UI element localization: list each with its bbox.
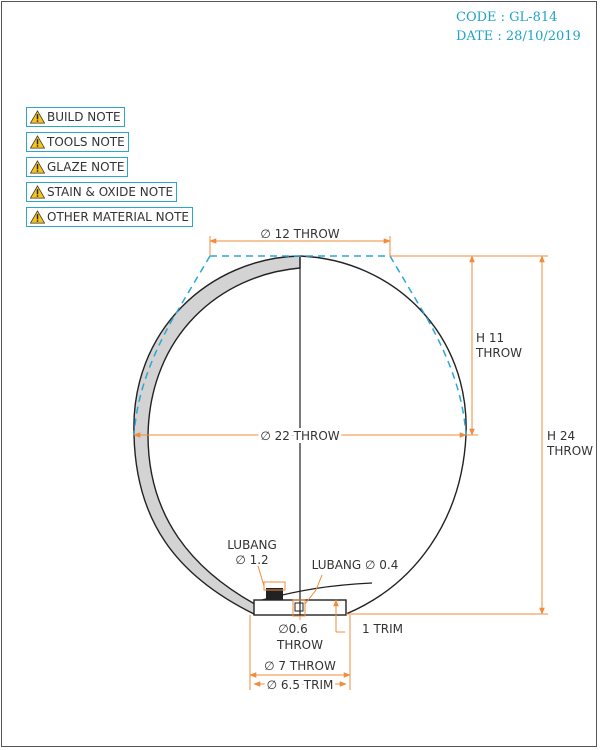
notes-list: BUILD NOTE TOOLS NOTE GLAZE NOTE — [26, 107, 193, 232]
top-diameter-label: ∅ 12 THROW — [260, 227, 339, 241]
warning-icon — [30, 110, 45, 124]
stain-oxide-note-button[interactable]: STAIN & OXIDE NOTE — [26, 182, 178, 202]
tools-note-button[interactable]: TOOLS NOTE — [26, 132, 129, 152]
trim-label: 1 TRIM — [362, 622, 403, 636]
total-height-label-1: H 24 — [547, 429, 575, 443]
other-material-note-label: OTHER MATERIAL NOTE — [47, 210, 189, 224]
shoulder-height-label-2: THROW — [475, 346, 522, 360]
foot-hole-large — [266, 588, 283, 600]
warning-icon — [30, 210, 45, 224]
warning-icon — [30, 185, 45, 199]
max-diameter-label: ∅ 22 THROW — [260, 429, 339, 443]
lubang-left-label-2: ∅ 1.2 — [235, 553, 268, 567]
foot-hole-small — [294, 602, 304, 612]
build-note-label: BUILD NOTE — [47, 110, 121, 124]
stain-oxide-note-label: STAIN & OXIDE NOTE — [47, 185, 174, 199]
lubang-right-leader — [304, 574, 323, 605]
right-dash-profile — [389, 255, 467, 436]
foot-throw-label: ∅ 7 THROW — [264, 659, 336, 673]
total-height-label-2: THROW — [546, 444, 593, 458]
warning-icon — [30, 160, 45, 174]
build-note-button[interactable]: BUILD NOTE — [26, 107, 125, 127]
lubang-left-label-1: LUBANG — [227, 538, 277, 552]
lubang-left-leader — [257, 565, 265, 587]
inner-foot-label-1: ∅0.6 — [278, 622, 308, 636]
lubang-right-label: LUBANG ∅ 0.4 — [312, 558, 399, 572]
glaze-note-button[interactable]: GLAZE NOTE — [26, 157, 129, 177]
shoulder-height-label-1: H 11 — [476, 331, 504, 345]
inner-foot-label-2: THROW — [276, 638, 323, 652]
foot-trim-label: ∅ 6.5 TRIM — [267, 678, 334, 692]
lubang-right-marker — [292, 599, 306, 617]
other-material-note-button[interactable]: OTHER MATERIAL NOTE — [26, 207, 193, 227]
code-label: CODE : GL-814 — [456, 10, 558, 25]
date-label: DATE : 28/10/2019 — [456, 29, 581, 44]
left-dash-profile — [133, 255, 211, 436]
glaze-note-label: GLAZE NOTE — [47, 160, 125, 174]
tools-note-label: TOOLS NOTE — [47, 135, 125, 149]
title-block: CODE : GL-814 DATE : 28/10/2019 — [456, 8, 581, 46]
warning-icon — [30, 135, 45, 149]
